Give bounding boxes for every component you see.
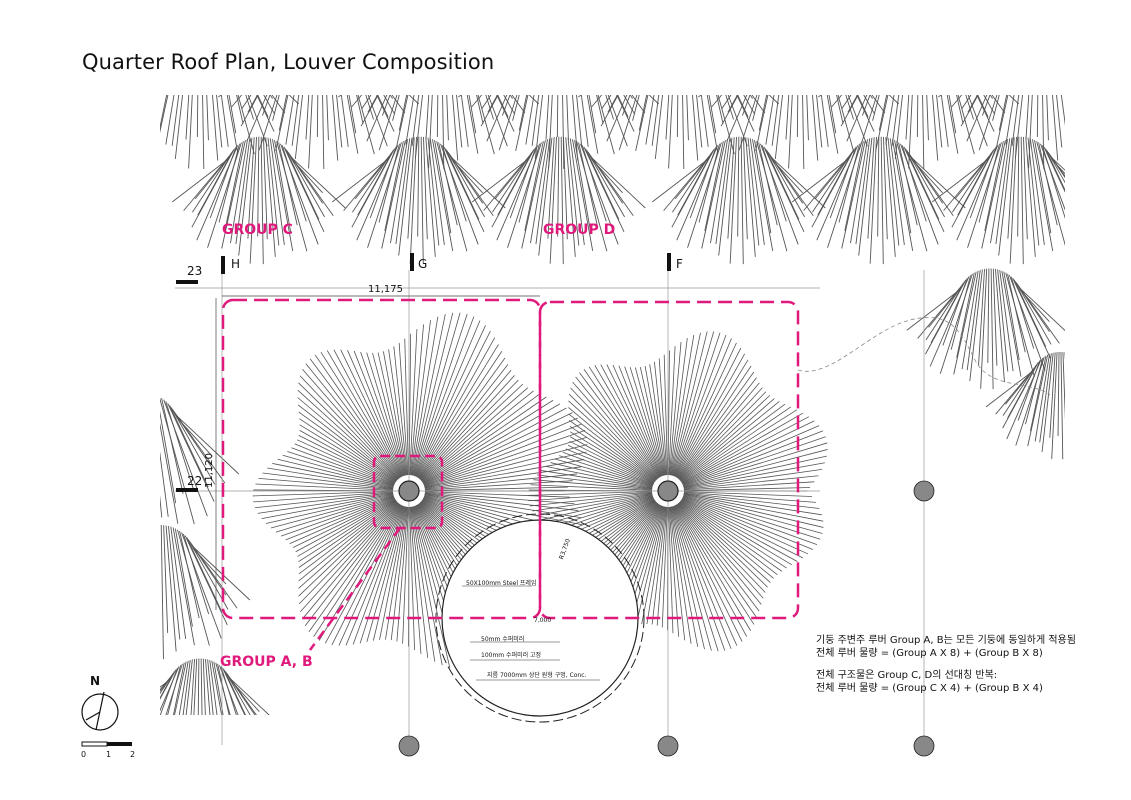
- grid-axis-g: G: [418, 257, 428, 271]
- louver-cell-14: [906, 268, 1065, 390]
- grid-axis-f: F: [676, 257, 683, 271]
- louver-cell-5: [698, 95, 900, 170]
- conc-callout: 지름 7000mm 상단 원형 구멍, Conc.: [487, 672, 587, 679]
- louver-cell-6: [818, 95, 1020, 170]
- page-title: Quarter Roof Plan, Louver Composition: [82, 50, 495, 74]
- louver-cell-18: [160, 658, 270, 715]
- row-marker-0: [176, 280, 198, 284]
- louver-cell-8: [171, 136, 346, 265]
- group-c-frame: [221, 298, 542, 620]
- louver-cell-10: [471, 136, 646, 265]
- column-0: [913, 480, 935, 502]
- scale-bar-segment-1: [107, 742, 132, 746]
- louver-cell-11: [651, 136, 826, 265]
- column-center-east: [657, 480, 679, 502]
- group-d-label: GROUP D: [543, 222, 616, 238]
- note-line-2: 전체 루버 물량 = (Group A X 8) + (Group B X 8): [816, 648, 1043, 659]
- grid-axis-22: 22: [187, 474, 203, 488]
- column-1: [398, 735, 420, 757]
- louver-field: [160, 95, 1065, 715]
- mirror-callout: 50mm 수퍼미러: [481, 636, 525, 643]
- axis-marker-0: [221, 256, 225, 274]
- steel-frame-callout: 50X100mm Steel 프레임: [466, 580, 537, 587]
- north-arrow-icon: [81, 693, 119, 731]
- group-d-frame: [538, 300, 800, 620]
- north-label: N: [90, 674, 101, 688]
- callout-leaders: [462, 585, 600, 681]
- axis-marker-1: [410, 253, 414, 271]
- louver-cell-17: [160, 525, 251, 660]
- scale-label-0: 0: [81, 750, 87, 759]
- row-marker-1: [176, 488, 198, 492]
- grid-axis-h: H: [231, 257, 241, 271]
- grid-axis-23: 23: [187, 264, 203, 278]
- scale-label-2: 2: [130, 750, 136, 759]
- plan-overlay: [81, 253, 1051, 757]
- column-3: [913, 735, 935, 757]
- mirror-fix-callout: 100mm 수퍼미러 고정: [481, 652, 542, 659]
- axis-marker-2: [667, 253, 671, 271]
- group-c-label: GROUP C: [222, 222, 293, 238]
- level-callout: 7,000: [534, 617, 552, 624]
- dimension-height: 11,120: [204, 453, 215, 488]
- louver-cell-0: [160, 95, 300, 170]
- louver-cell-7: [938, 95, 1065, 170]
- louver-cell-1: [218, 95, 420, 170]
- louver-cell-12: [791, 136, 966, 265]
- louver-cell-16: [160, 397, 240, 525]
- dimension-width: 11,175: [368, 284, 403, 295]
- louver-cell-15: [985, 352, 1065, 460]
- north-arrow-tick: [85, 711, 101, 721]
- group-ab-label: GROUP A, B: [220, 654, 313, 670]
- note-line-1: 기둥 주변주 루버 Group A, B는 모든 기둥에 동일하게 적용됨: [816, 635, 1076, 646]
- note-line-3: 전체 구조물은 Group C, D의 선대칭 반복:: [816, 670, 998, 681]
- group-ab-leader: [308, 527, 402, 651]
- column-2: [657, 735, 679, 757]
- group-ab-frame: [372, 454, 444, 530]
- roof-edge-outline: [797, 317, 1051, 396]
- louver-cell-9: [331, 136, 506, 265]
- scale-bar-segment-0: [81, 741, 108, 747]
- column-center-west: [398, 480, 420, 502]
- louver-cell-4: [578, 95, 780, 170]
- north-arrow-needle: [95, 691, 105, 731]
- note-line-4: 전체 루버 물량 = (Group C X 4) + (Group B X 4): [816, 683, 1043, 694]
- louver-cell-2: [338, 95, 540, 170]
- scale-label-1: 1: [106, 750, 112, 759]
- louver-cell-13: [931, 136, 1065, 265]
